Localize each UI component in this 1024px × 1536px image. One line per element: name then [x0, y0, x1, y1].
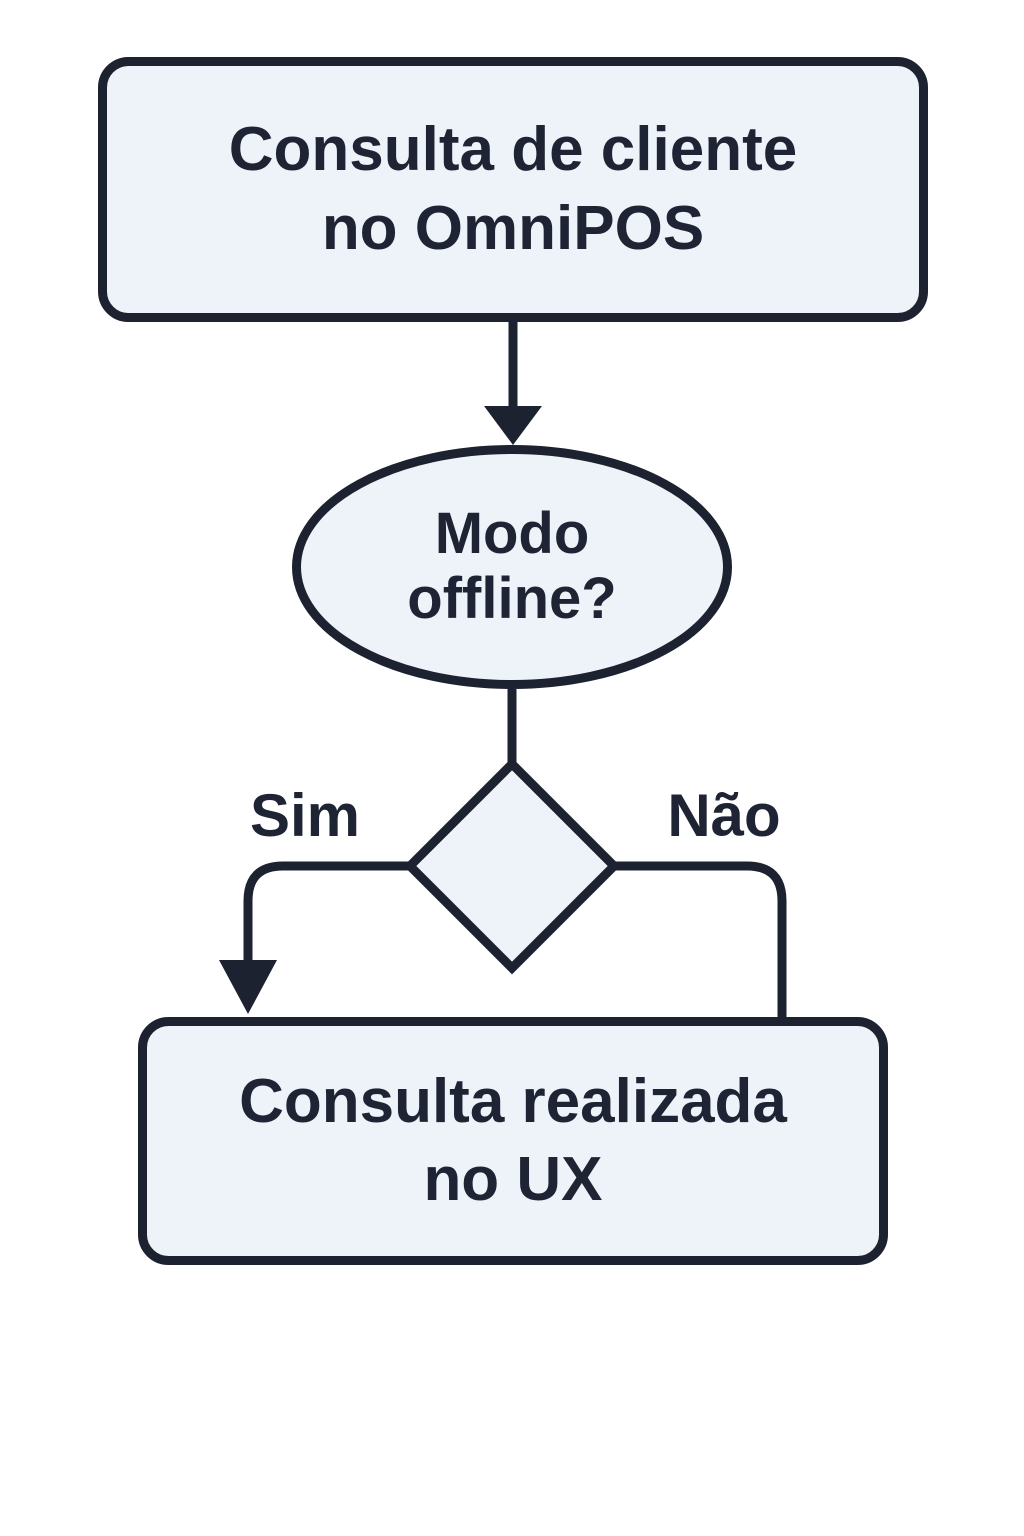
branch-diamond-shape — [403, 757, 621, 975]
arrowhead-start-to-question — [484, 406, 542, 445]
edge-yes-branch — [243, 861, 410, 966]
start-node-shape — [98, 57, 928, 322]
edge-no-branch — [614, 861, 787, 1019]
end-node-shape — [138, 1017, 888, 1265]
question-node-shape — [292, 445, 732, 689]
arrowhead-yes-branch — [219, 960, 277, 1014]
